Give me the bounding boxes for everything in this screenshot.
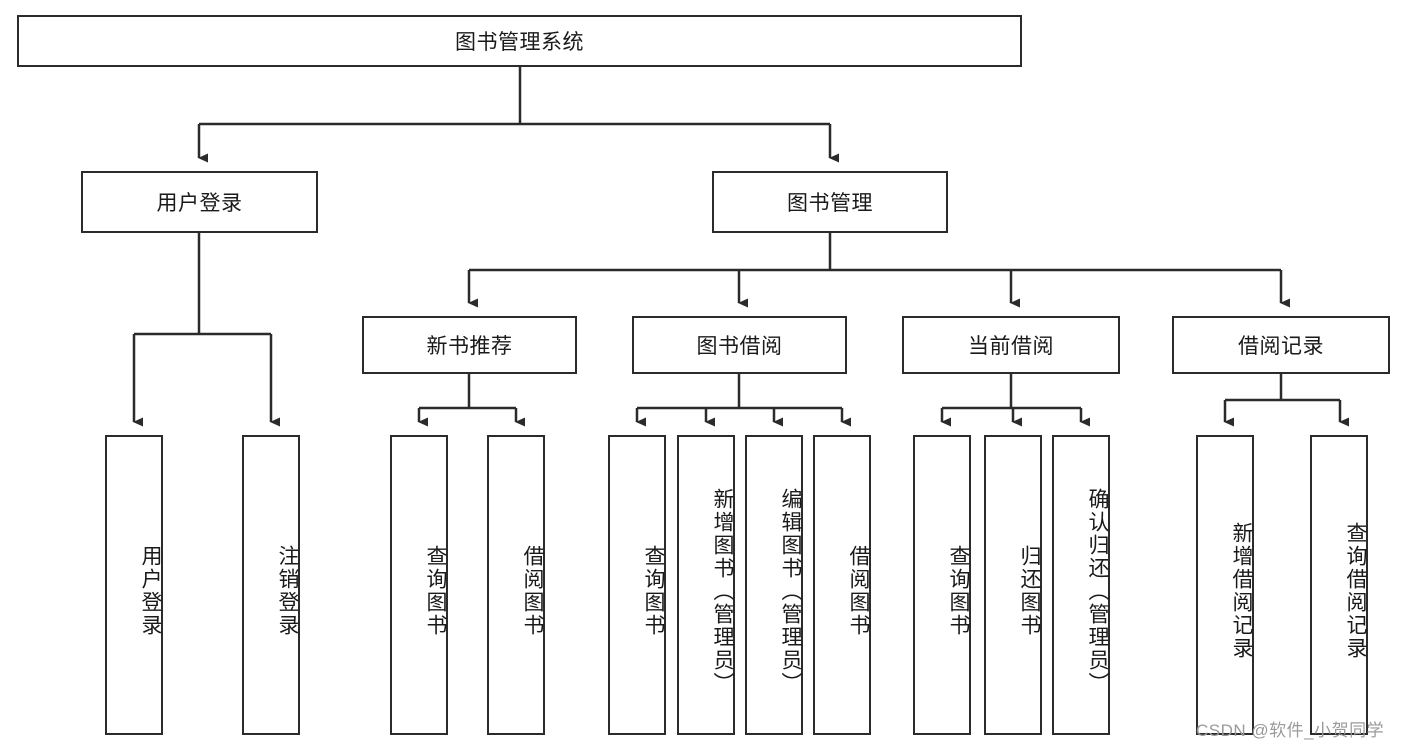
leaf-add-book-admin[interactable]: 新增图书（管理员） [677, 435, 735, 735]
node-new-book-recommend[interactable]: 新书推荐 [362, 316, 577, 374]
node-book-management[interactable]: 图书管理 [712, 171, 948, 233]
leaf-borrow-book-newbook[interactable]: 借阅图书 [487, 435, 545, 735]
leaf-query-borrow-record-label: 查询借阅记录 [1344, 522, 1367, 660]
node-root-label: 图书管理系统 [455, 31, 584, 54]
leaf-add-borrow-record[interactable]: 新增借阅记录 [1196, 435, 1254, 735]
leaf-confirm-return-admin-label: 确认归还（管理员） [1086, 487, 1109, 695]
leaf-edit-book-admin-label: 编辑图书（管理员） [779, 487, 802, 695]
node-user-login[interactable]: 用户登录 [81, 171, 318, 233]
node-user-login-label: 用户登录 [156, 192, 243, 215]
leaf-query-book-newbook-label: 查询图书 [424, 545, 447, 637]
node-current-borrow[interactable]: 当前借阅 [902, 316, 1120, 374]
leaf-query-borrow-record[interactable]: 查询借阅记录 [1310, 435, 1368, 735]
node-book-management-label: 图书管理 [787, 192, 873, 215]
node-book-borrow[interactable]: 图书借阅 [632, 316, 847, 374]
leaf-edit-book-admin[interactable]: 编辑图书（管理员） [745, 435, 803, 735]
node-borrow-record[interactable]: 借阅记录 [1172, 316, 1390, 374]
leaf-borrow-book-newbook-label: 借阅图书 [521, 545, 544, 637]
leaf-query-book-borrow-label: 查询图书 [642, 545, 665, 637]
node-root[interactable]: 图书管理系统 [17, 15, 1022, 67]
leaf-logout-label: 注销登录 [276, 545, 299, 637]
leaf-add-book-admin-label: 新增图书（管理员） [711, 487, 734, 695]
leaf-return-book[interactable]: 归还图书 [984, 435, 1042, 735]
leaf-query-book-borrow[interactable]: 查询图书 [608, 435, 666, 735]
node-book-borrow-label: 图书借阅 [696, 335, 783, 358]
leaf-add-borrow-record-label: 新增借阅记录 [1230, 522, 1253, 660]
leaf-query-book-current[interactable]: 查询图书 [913, 435, 971, 735]
leaf-confirm-return-admin[interactable]: 确认归还（管理员） [1052, 435, 1110, 735]
leaf-logout[interactable]: 注销登录 [242, 435, 300, 735]
leaf-user-login-label: 用户登录 [139, 545, 162, 637]
node-borrow-record-label: 借阅记录 [1238, 335, 1324, 358]
node-new-book-recommend-label: 新书推荐 [426, 335, 513, 358]
leaf-query-book-current-label: 查询图书 [947, 545, 970, 637]
node-current-borrow-label: 当前借阅 [968, 335, 1054, 358]
leaf-borrow-book[interactable]: 借阅图书 [813, 435, 871, 735]
leaf-borrow-book-label: 借阅图书 [847, 545, 870, 637]
leaf-user-login[interactable]: 用户登录 [105, 435, 163, 735]
leaf-return-book-label: 归还图书 [1018, 545, 1041, 637]
leaf-query-book-newbook[interactable]: 查询图书 [390, 435, 448, 735]
